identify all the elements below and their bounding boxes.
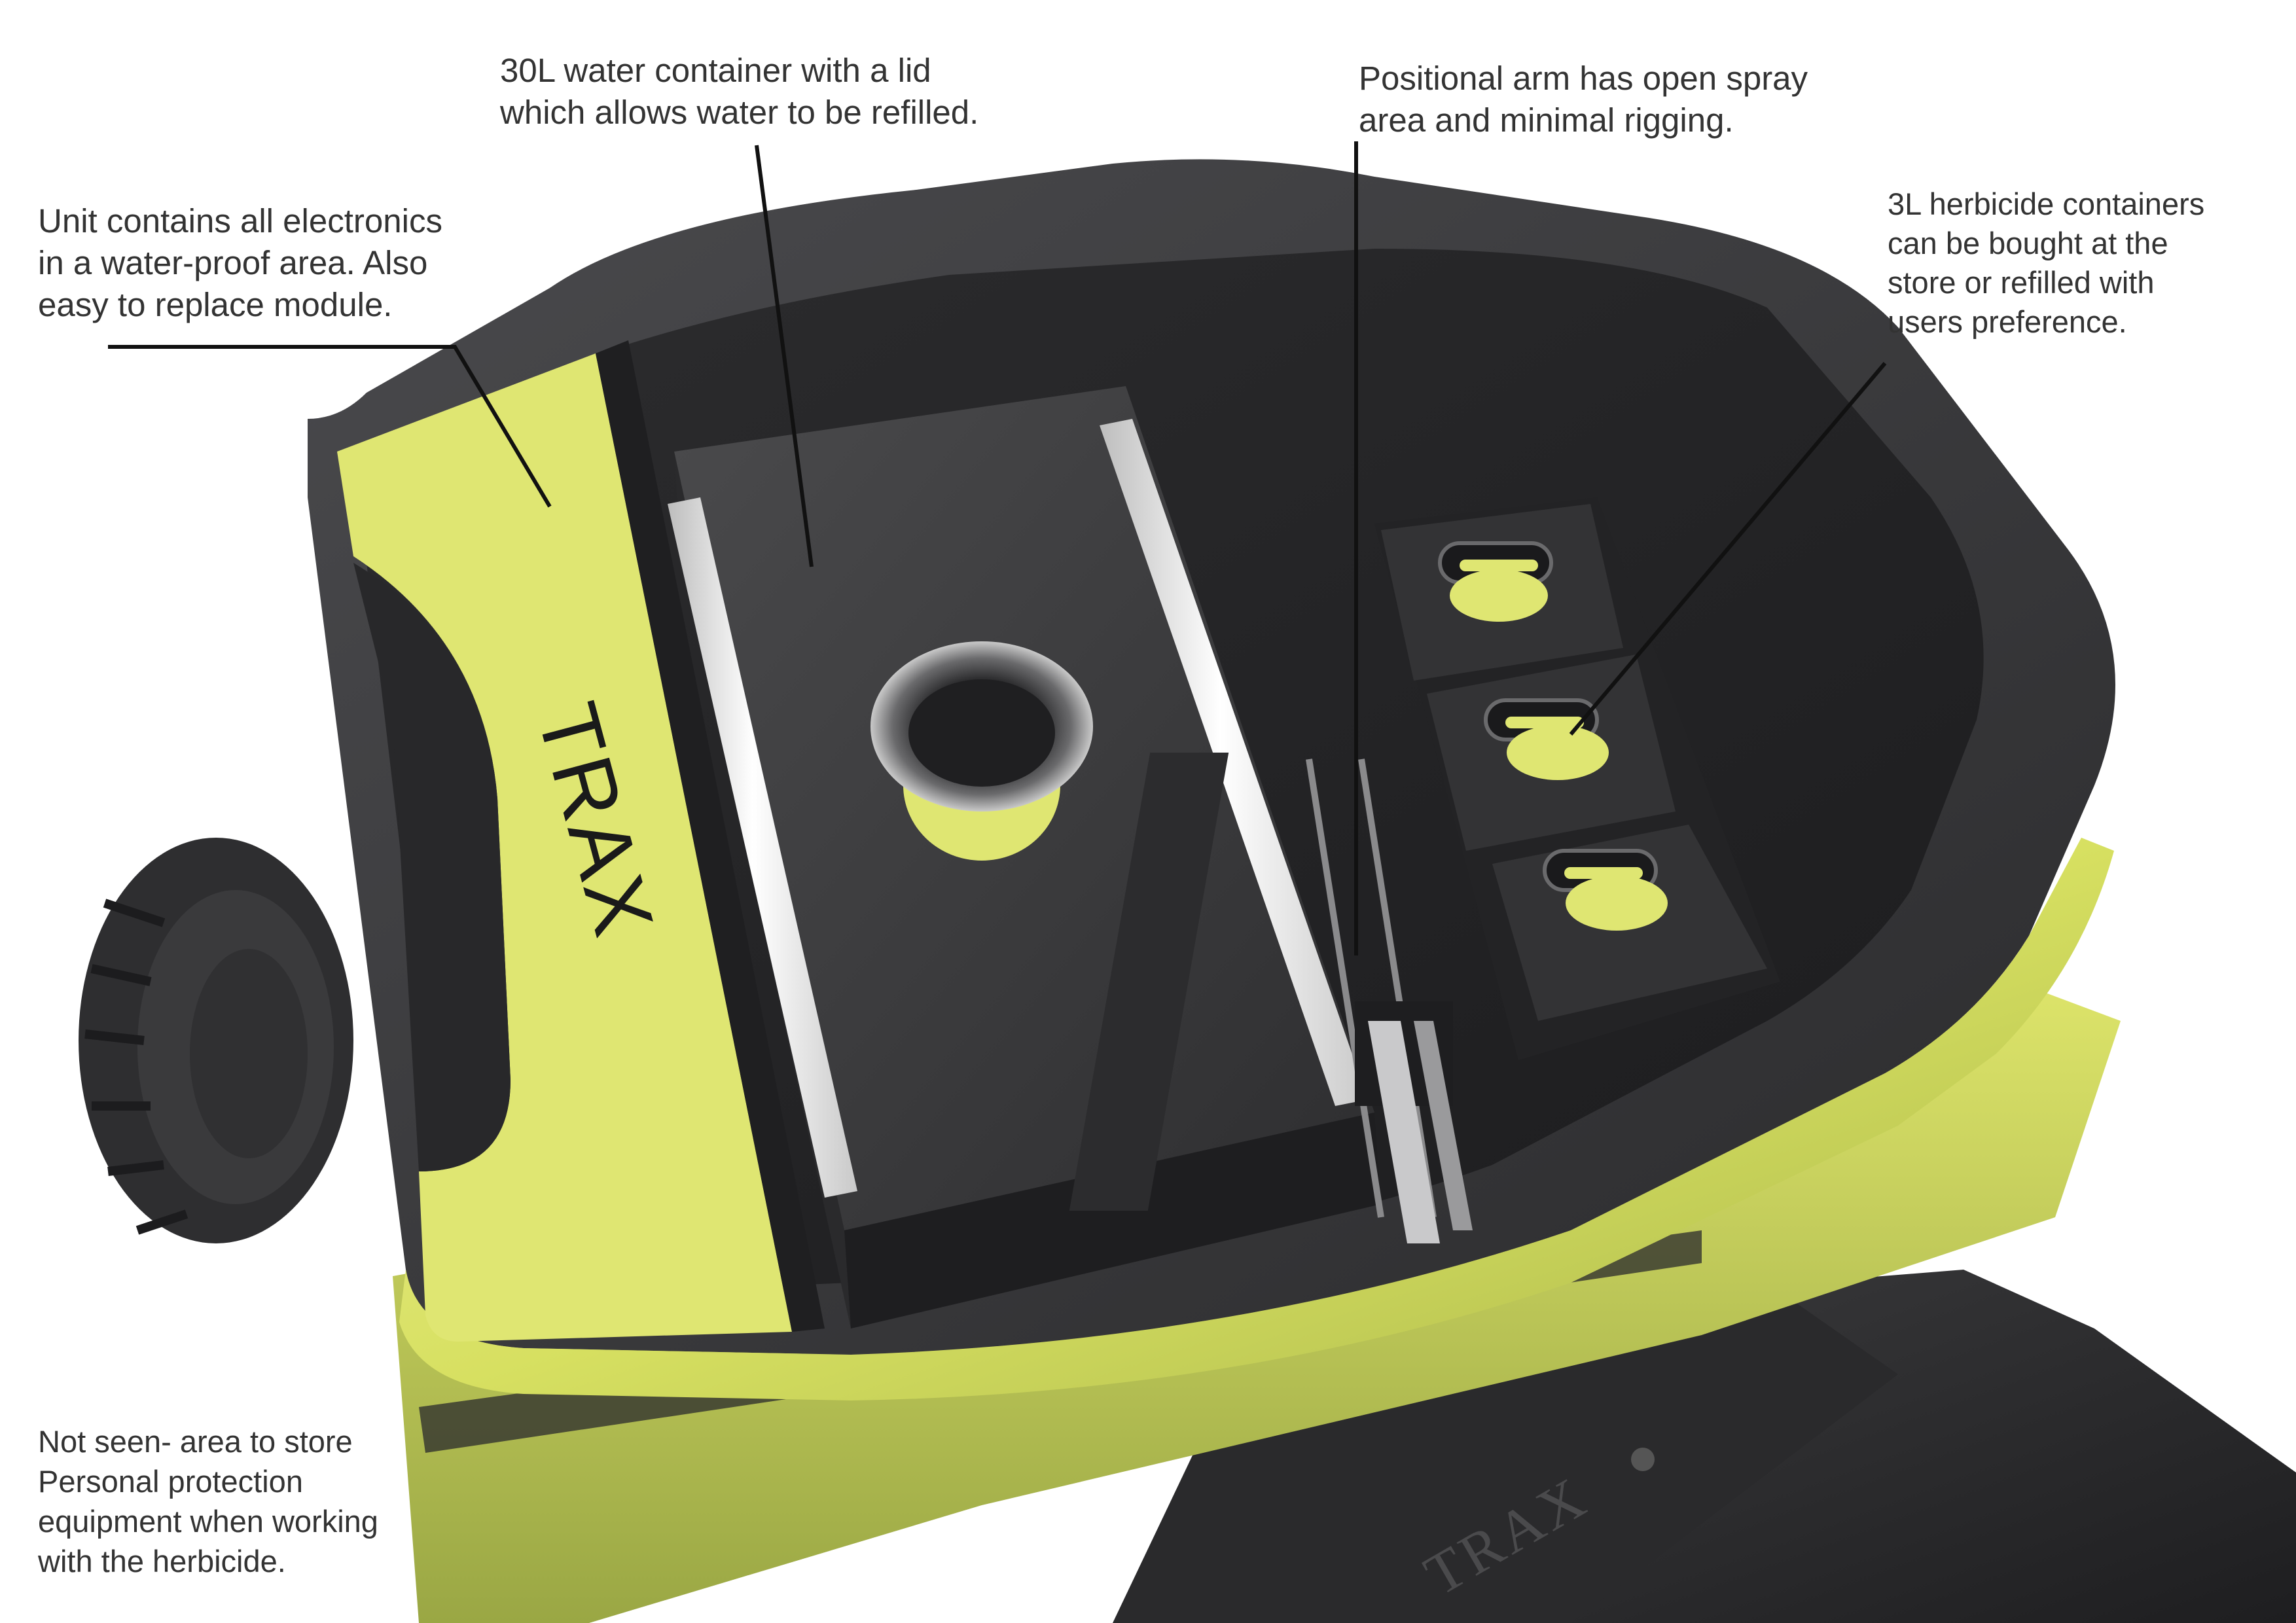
tank-rail-right [1100,419,1368,1106]
wheel [79,838,353,1243]
leader-herbicide [1569,362,1887,736]
callout-water-container: 30L water container with a lid which all… [500,52,979,131]
herbicide-container-1 [1381,504,1623,681]
water-tank-front [844,1113,1381,1329]
spray-arm [1069,753,1473,1243]
leader-electronics [108,345,552,508]
leader-water [755,145,814,567]
callout-positional-arm: Positional arm has open spray area and m… [1359,60,1808,139]
callout-electronics: Unit contains all electronics in a water… [38,202,442,323]
fill-cap [870,641,1093,861]
tank-rail-left [668,497,857,1198]
divider-wall [596,340,825,1332]
chassis-bolt [1631,1448,1655,1471]
electronics-module [337,353,792,1342]
callout-herbicide: 3L herbicide containers can be bought at… [1888,187,2205,339]
callout-ppe-storage: Not seen- area to store Personal protect… [38,1424,378,1578]
herbicide-container-3 [1492,825,1767,1021]
callout-leader-lines [108,141,1887,955]
herbicide-container-2 [1427,654,1676,851]
electronics-module-recess [353,563,511,1171]
